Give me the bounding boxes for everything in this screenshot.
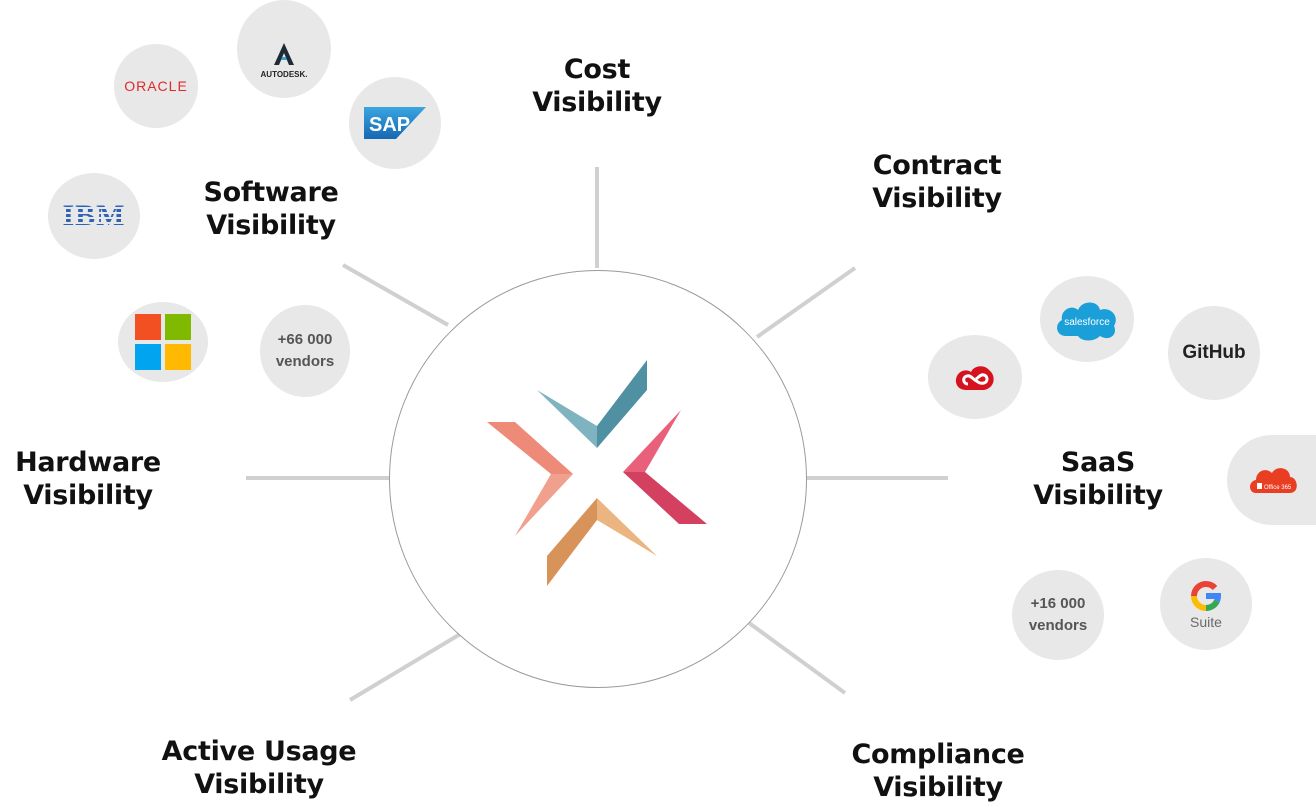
microsoft-logo-bubble	[118, 302, 208, 382]
adobe-creative-cloud-logo-bubble	[928, 335, 1022, 419]
gsuite-logo-bubble: Suite	[1160, 558, 1252, 650]
salesforce-icon: salesforce	[1057, 302, 1116, 341]
autodesk-logo: AUTODESK.	[260, 70, 308, 79]
salesforce-logo: salesforce	[1064, 317, 1110, 328]
saas-vendors-label: vendors	[1028, 617, 1088, 634]
office365-logo: Office 365	[1264, 485, 1292, 491]
oracle-logo-bubble: ORACLE	[114, 44, 198, 128]
spoke-software	[342, 263, 449, 327]
autodesk-logo-bubble: AUTODESK.	[237, 0, 331, 98]
oracle-logo: ORACLE	[124, 78, 188, 94]
center-circle	[389, 270, 807, 688]
spoke-compliance	[743, 618, 847, 695]
software-vendors-label: vendors	[275, 353, 335, 370]
creative-cloud-icon	[955, 366, 994, 390]
saas-vendors-count: +16 000	[1030, 595, 1086, 612]
sap-logo: SAP	[369, 114, 410, 136]
office365-icon: Office 365	[1249, 468, 1297, 493]
saas-vendors-count-bubble: +16 000 vendors	[1012, 570, 1104, 660]
office365-logo-bubble: Office 365	[1227, 435, 1316, 525]
spoke-contract	[755, 266, 857, 339]
gsuite-logo: Suite	[1190, 614, 1222, 630]
sap-logo-bubble: SAP	[349, 77, 441, 169]
ibm-logo-bubble: IBM	[48, 173, 140, 259]
sap-icon: SAP	[364, 107, 426, 139]
google-g-icon	[1191, 580, 1221, 612]
autodesk-icon	[274, 43, 294, 65]
ibm-logo: IBM	[62, 199, 126, 232]
github-logo: GitHub	[1182, 342, 1246, 363]
spoke-active-usage	[348, 631, 464, 702]
github-logo-bubble: GitHub	[1168, 306, 1260, 400]
microsoft-icon	[135, 314, 191, 370]
software-vendors-count: +66 000	[277, 331, 333, 348]
software-vendors-count-bubble: +66 000 vendors	[260, 305, 350, 397]
brand-logo	[487, 360, 707, 586]
salesforce-logo-bubble: salesforce	[1040, 276, 1134, 362]
